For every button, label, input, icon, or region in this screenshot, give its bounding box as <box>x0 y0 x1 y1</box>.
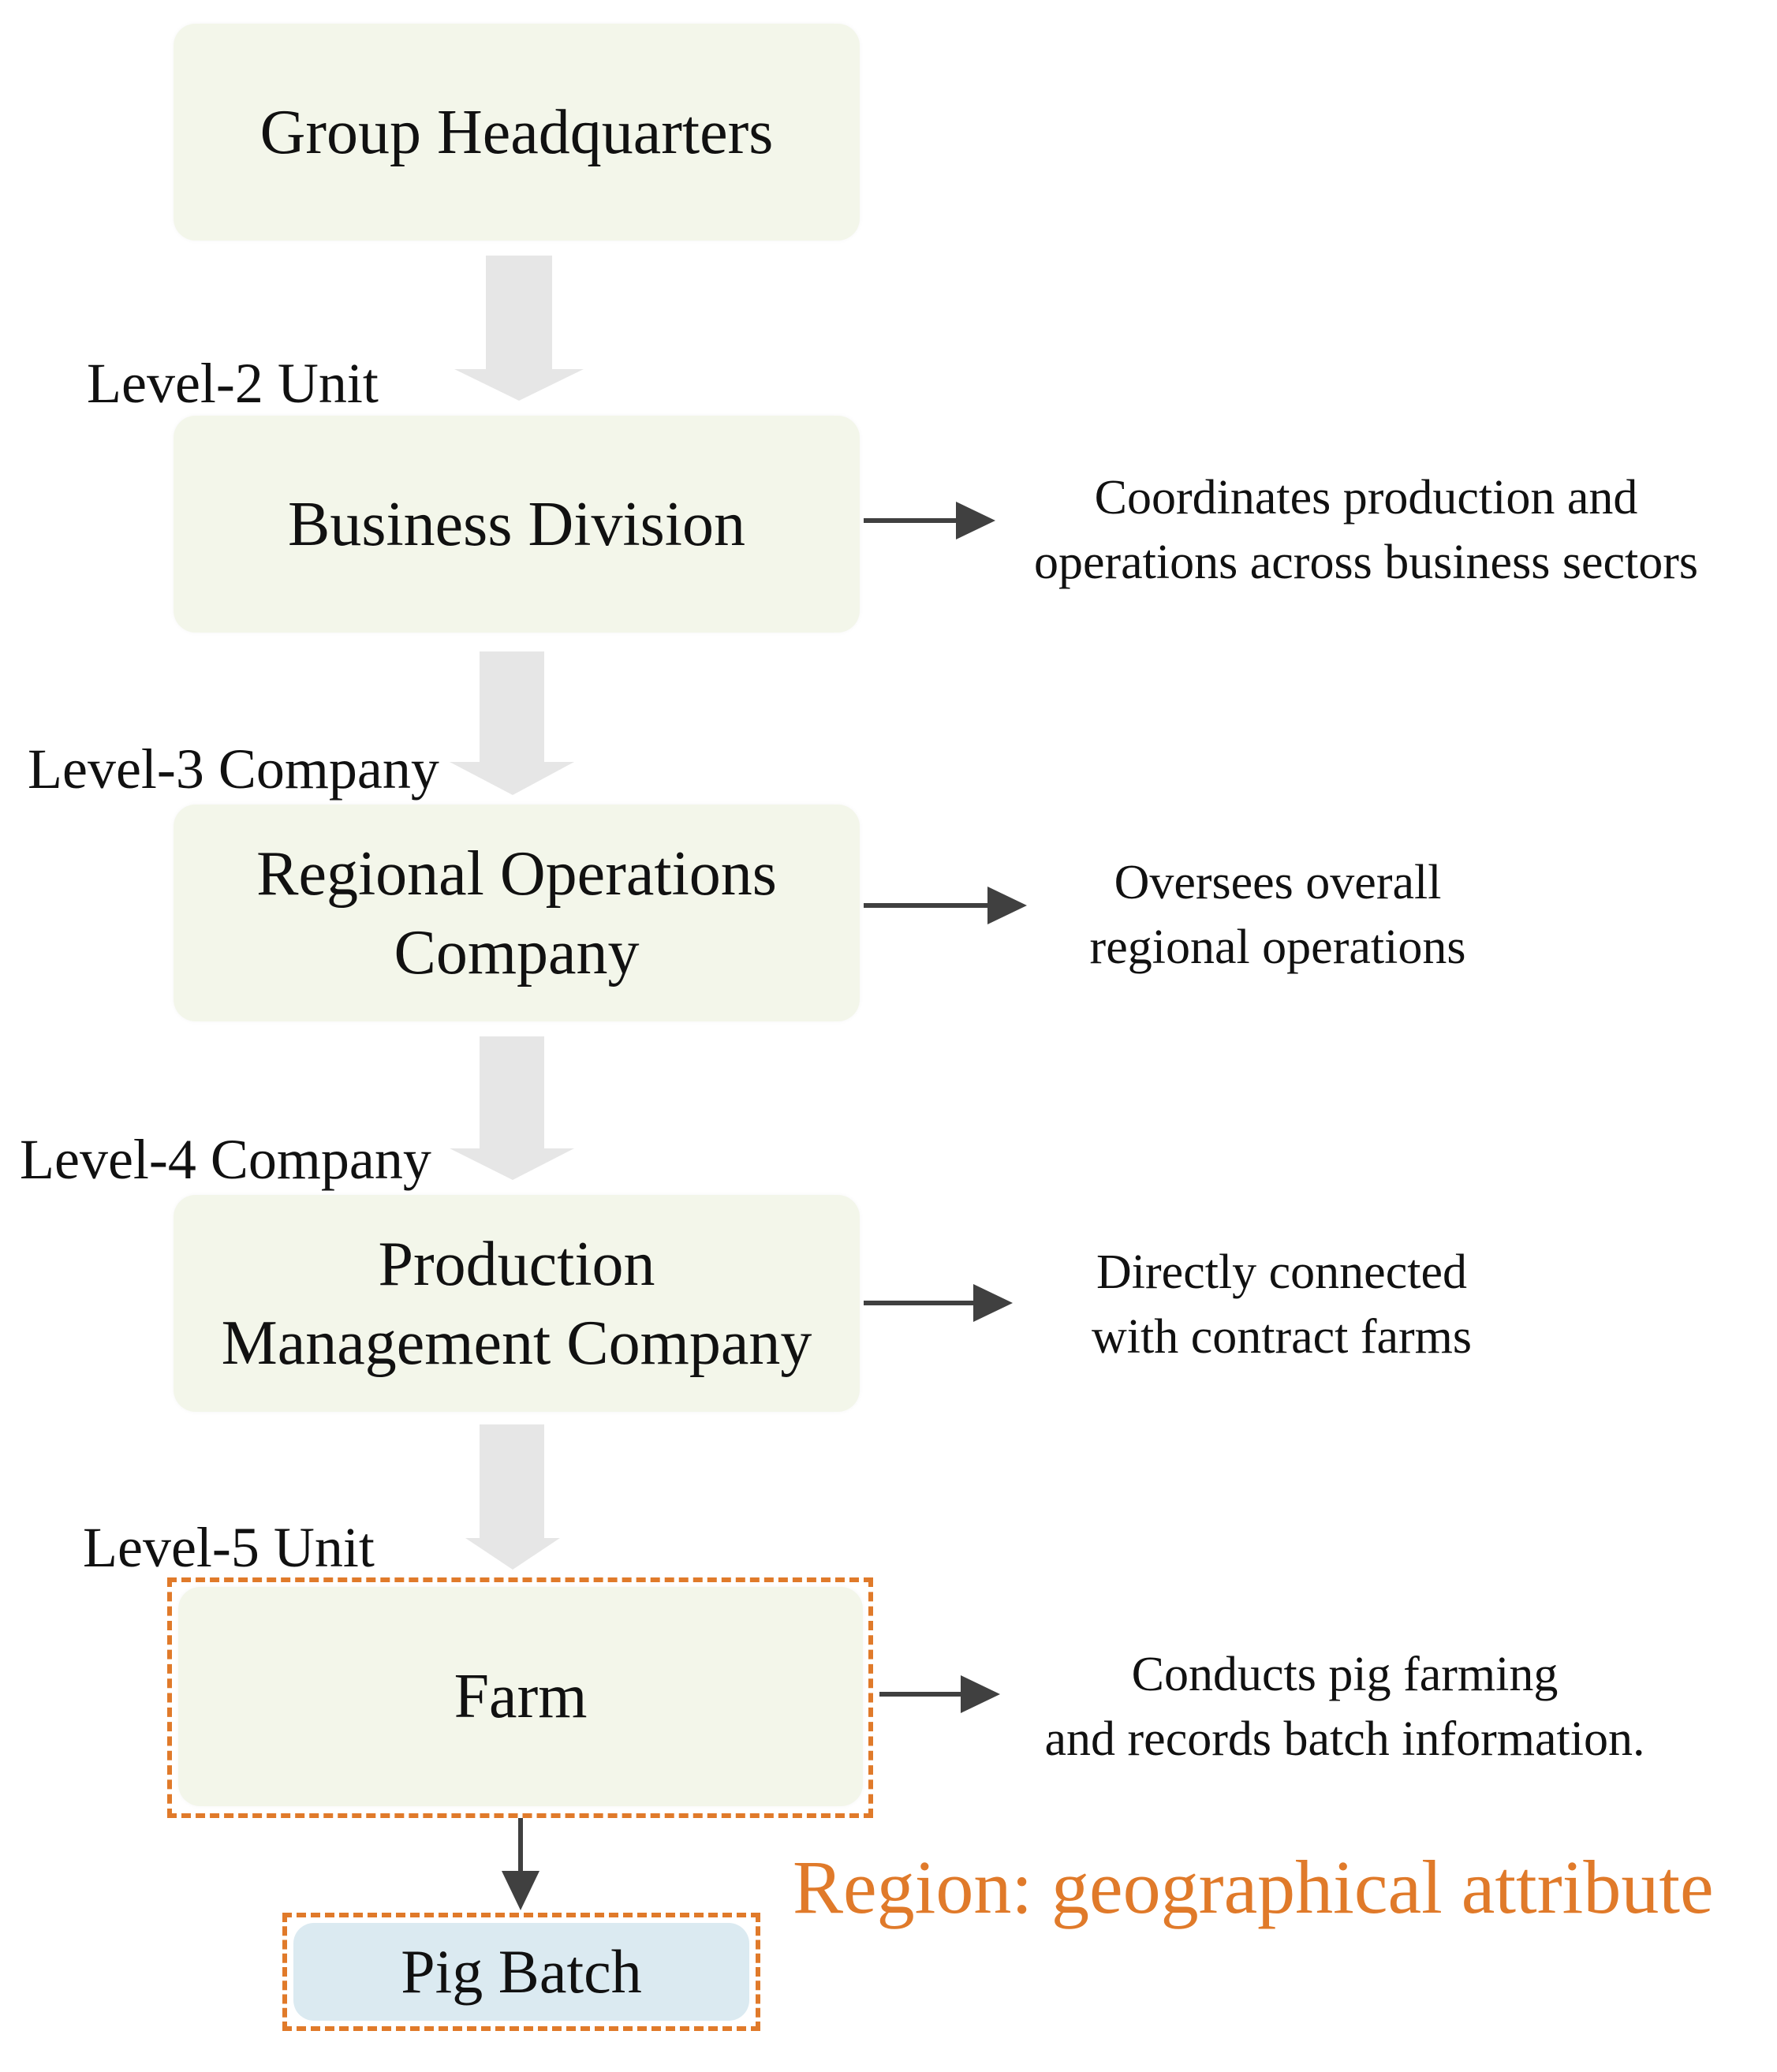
arrow-farm-head <box>961 1675 1000 1713</box>
arrow-farm-to-batch-head <box>502 1871 539 1910</box>
desc-line: Conducts pig farming <box>1131 1648 1559 1701</box>
level-4-label: Level-4 Company <box>20 1128 431 1191</box>
node-label-line: Management Company <box>221 1308 812 1378</box>
farm-dashed-frame <box>167 1577 873 1818</box>
level-2-label: Level-2 Unit <box>87 352 379 415</box>
node-label-line: Company <box>394 917 640 987</box>
down-arrow-4 <box>465 1424 560 1570</box>
level-3-label: Level-3 Company <box>28 737 439 801</box>
node-production-management-company: Production Management Company <box>174 1195 860 1412</box>
desc-business-division: Coordinates production and operations ac… <box>995 465 1737 595</box>
node-label: Farm <box>454 1662 588 1731</box>
node-regional-operations-company: Regional Operations Company <box>174 805 860 1021</box>
level-5-label: Level-5 Unit <box>83 1516 375 1579</box>
arrow-business-head <box>956 502 995 539</box>
desc-line: operations across business sectors <box>1034 536 1698 589</box>
down-arrow-1 <box>454 256 584 401</box>
desc-regional-company: Oversees overall regional operations <box>1041 850 1514 980</box>
node-label-line: Production <box>378 1229 655 1299</box>
node-group-headquarters: Group Headquarters <box>174 24 860 241</box>
node-pig-batch: Pig Batch <box>293 1923 749 2021</box>
arrow-regional-head <box>987 887 1027 924</box>
desc-line: Directly connected <box>1096 1245 1467 1299</box>
node-label: Business Division <box>287 489 746 559</box>
node-label: Pig Batch <box>401 1937 642 2006</box>
desc-production-company: Directly connected with contract farms <box>1041 1240 1522 1369</box>
pig-batch-dashed-frame <box>282 1913 760 2031</box>
node-business-division: Business Division <box>174 416 860 633</box>
desc-line: Coordinates production and <box>1094 471 1638 525</box>
down-arrow-3 <box>450 1036 574 1180</box>
region-attribute-label: Region: geographical attribute <box>793 1845 1714 1929</box>
desc-line: and records batch information. <box>1044 1712 1645 1766</box>
arrow-production-head <box>973 1284 1013 1322</box>
node-label: Group Headquarters <box>259 97 774 167</box>
node-farm: Farm <box>178 1587 863 1806</box>
desc-line: regional operations <box>1089 920 1466 974</box>
desc-line: with contract farms <box>1091 1310 1473 1364</box>
node-label-line: Regional Operations <box>256 838 777 909</box>
down-arrow-2 <box>450 651 574 795</box>
desc-line: Oversees overall <box>1114 856 1442 909</box>
desc-farm: Conducts pig farming and records batch i… <box>990 1642 1700 1771</box>
